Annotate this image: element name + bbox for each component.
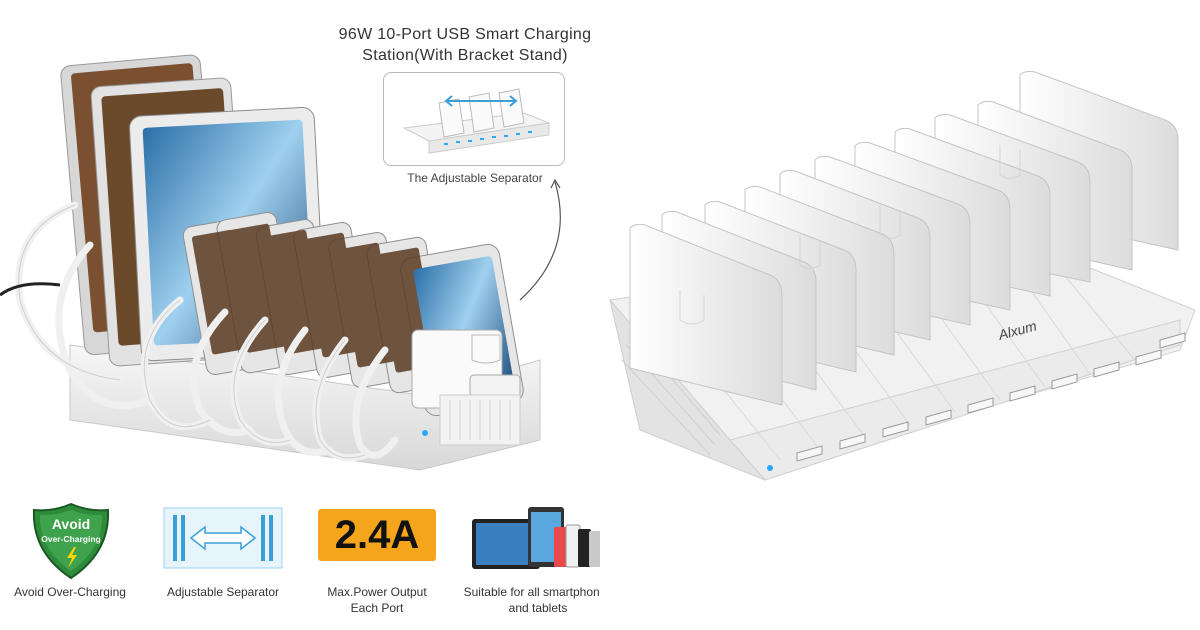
shield-icon: Avoid Over-Charging	[32, 502, 110, 580]
feature-label-line: Each Port	[350, 601, 404, 615]
feature-label-devices: Suitable for all smartphones and tablets	[448, 584, 600, 616]
devices-icon	[472, 507, 600, 569]
amp-badge-text: 2.4A	[334, 512, 420, 557]
feature-label-power: Max.Power Output Each Port	[310, 584, 444, 616]
feature-label-line: Adjustable Separator	[166, 585, 280, 599]
charging-station-with-devices-illustration	[0, 54, 561, 471]
feature-label-line: Suitable for all smartphones	[463, 585, 600, 599]
feature-label-line: Max.Power Output	[327, 585, 427, 599]
inset-caption: The Adjustable Separator	[407, 171, 543, 185]
amp-badge: 2.4A	[318, 509, 436, 561]
feature-label-separator: Adjustable Separator	[150, 584, 296, 600]
feature-label-overcharge: Avoid Over-Charging	[0, 584, 140, 600]
feature-label-line: and tablets	[508, 601, 568, 615]
shield-badge-line1: Avoid	[52, 516, 90, 532]
product-title-line1: 96W 10-Port USB Smart Charging	[338, 26, 592, 43]
charging-station-photo-panel: Alxum	[600, 0, 1200, 630]
shield-badge-line2: Over-Charging	[41, 534, 101, 544]
product-illustration-panel: 96W 10-Port USB Smart Charging Station(W…	[0, 24, 600, 616]
product-title-line2: Station(With Bracket Stand)	[362, 47, 568, 64]
charging-station-photo: Alxum	[609, 70, 1196, 481]
separator-inset-image	[383, 72, 565, 166]
feature-label-line: Avoid Over-Charging	[14, 585, 126, 599]
product-title: 96W 10-Port USB Smart Charging Station(W…	[300, 24, 600, 66]
separator-icon	[163, 507, 283, 569]
adjustable-separator-illustration	[402, 88, 551, 154]
